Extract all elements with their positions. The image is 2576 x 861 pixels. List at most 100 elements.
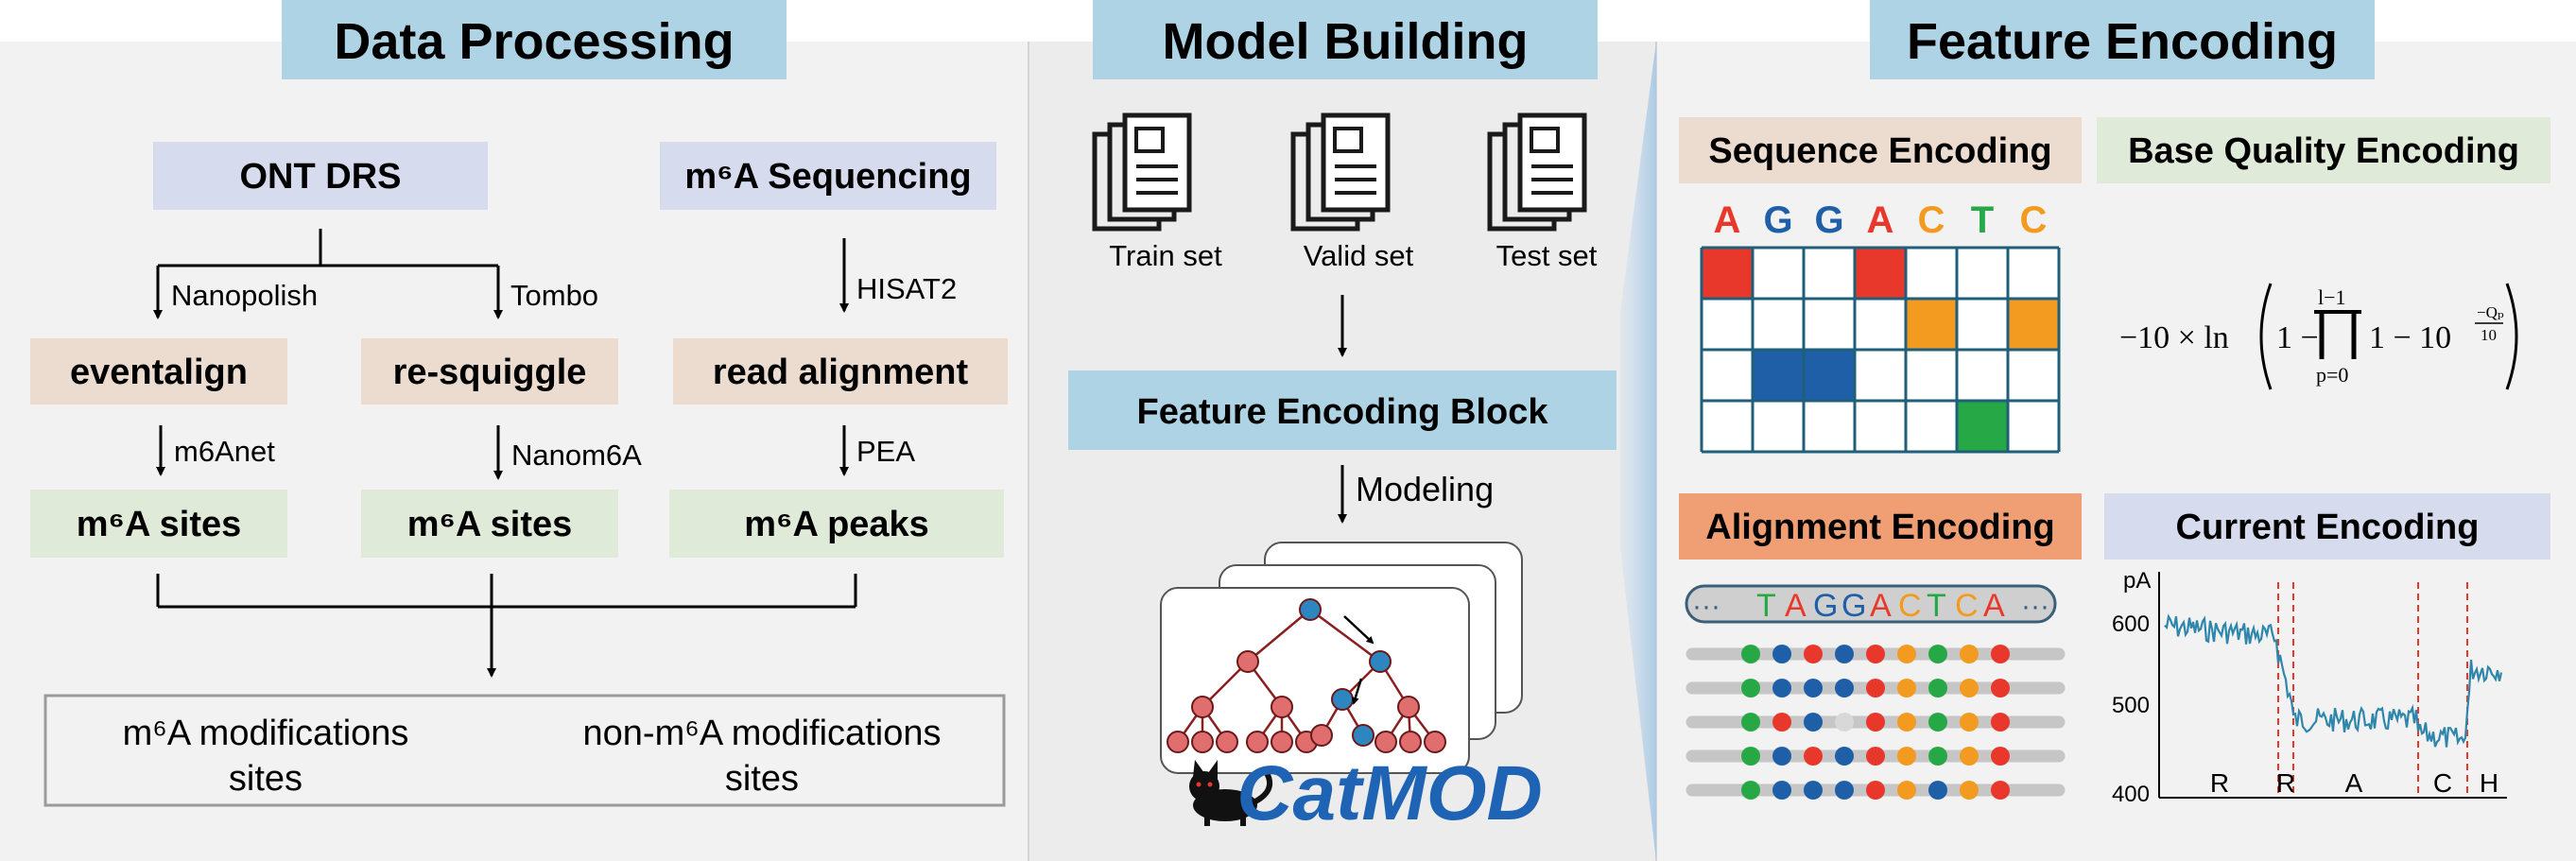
m6a-sequencing-label: m⁶A Sequencing (684, 157, 971, 197)
tree-leaf (1352, 724, 1374, 747)
m6a-peaks-box (669, 490, 1004, 558)
tree-leaf (1374, 731, 1397, 753)
base-dot (1741, 679, 1760, 697)
formula-one-minus: 1 − (2276, 320, 2319, 355)
cat-leg (1240, 811, 1246, 826)
base-dot (1991, 645, 2010, 663)
alignment-letter: G (1841, 588, 1866, 624)
base-dot (1835, 645, 1854, 663)
base-dot (1897, 713, 1916, 732)
base-dot (1772, 679, 1791, 697)
base-dot (1835, 781, 1854, 800)
base-dot (1928, 747, 1947, 766)
current-encoding-label: Current Encoding (2176, 508, 2480, 547)
y-tick-label: 400 (2112, 782, 2150, 807)
current-signal-trace (2164, 613, 2503, 748)
tree-node (1331, 688, 1354, 711)
document-icon (1290, 112, 1391, 232)
base-dot (1866, 713, 1885, 732)
alignment-encoding-box (1679, 493, 2082, 560)
segment-label: A (2345, 768, 2363, 798)
tree-node (1369, 650, 1392, 673)
model-building-title: Model Building (1163, 13, 1529, 70)
alignment-letter: T (1927, 588, 1946, 624)
m6anet-label: m6Anet (174, 435, 275, 468)
formula-term: 1 − 10 (2369, 320, 2451, 355)
alignment-letter: C (1955, 588, 1979, 624)
non-mod-sites-line1: non-m⁶A modifications (583, 714, 942, 753)
eventalign-label: eventalign (70, 353, 248, 392)
base-dot (1928, 679, 1947, 697)
tree-leaf (1310, 724, 1333, 747)
sequence-letter: C (1918, 199, 1945, 241)
base-dot (1928, 781, 1947, 800)
m6a-sites-label-1: m⁶A sites (77, 505, 242, 544)
tree-node (1271, 696, 1293, 718)
base-dot (1866, 747, 1885, 766)
base-dot (1804, 747, 1823, 766)
base-dot (1741, 713, 1760, 732)
mod-sites-line1: m⁶A modifications (123, 714, 409, 753)
data-processing-title: Data Processing (334, 13, 734, 70)
base-dot (1897, 645, 1916, 663)
alignment-letter: A (1785, 588, 1807, 624)
data-processing-section: Data Processing ONT DRS m⁶A Sequencing N… (30, 0, 1008, 807)
formula-exp-denominator: 10 (2481, 326, 2497, 344)
tombo-label: Tombo (510, 279, 598, 312)
tree-node (1299, 598, 1322, 621)
non-mod-sites-line2: sites (725, 759, 799, 799)
sequence-letter: C (2020, 199, 2048, 241)
train-set-label: Train set (1109, 239, 1222, 272)
base-quality-encoding-box (2097, 117, 2550, 183)
one-hot-cell (2008, 299, 2059, 350)
y-tick-label: 600 (2112, 611, 2150, 637)
base-dot (1804, 781, 1823, 800)
base-dot (1928, 645, 1947, 663)
path-arrow (1351, 678, 1363, 705)
m6a-sites-label-2: m⁶A sites (407, 505, 573, 544)
y-tick-label: 500 (2112, 693, 2150, 718)
base-quality-encoding-label: Base Quality Encoding (2128, 131, 2519, 171)
base-dot (1866, 781, 1885, 800)
tree-edge (1247, 609, 1311, 663)
base-dot (1960, 713, 1979, 732)
base-dot (1991, 679, 2010, 697)
section-header-bg (1093, 0, 1598, 79)
feature-encoding-block-label: Feature Encoding Block (1137, 392, 1549, 432)
base-dot (1960, 645, 1979, 663)
tree-leaf (1167, 731, 1189, 753)
sequence-letter: G (1763, 199, 1792, 241)
alignment-letter: A (1983, 588, 2005, 624)
alignment-encoding-label: Alignment Encoding (1705, 508, 2054, 547)
path-arrow (1343, 615, 1374, 645)
feature-encoding-block-box (1068, 370, 1616, 450)
ont-drs-label: ONT DRS (240, 157, 402, 197)
base-dot (1804, 679, 1823, 697)
tree-leaf (1424, 731, 1446, 753)
document-icon (1487, 112, 1587, 232)
base-dot (1772, 713, 1791, 732)
m6a-sites-box-2 (361, 490, 618, 558)
current-unit-label: pA (2123, 568, 2151, 594)
base-dot (1866, 679, 1885, 697)
product-symbol (2314, 310, 2361, 359)
base-dot (1772, 747, 1791, 766)
base-dot (1741, 645, 1760, 663)
section-header-bg (1870, 0, 2375, 79)
output-sites-box (43, 694, 1006, 807)
gap-dot (1835, 713, 1854, 732)
alignment-reads (1686, 645, 2066, 800)
model-card-front (1160, 587, 1470, 774)
resquiggle-box (361, 338, 618, 405)
base-dot (1991, 781, 2010, 800)
segment-label: C (2433, 768, 2452, 798)
one-hot-cell (1702, 248, 1753, 299)
base-dot (1835, 747, 1854, 766)
cat-head (1189, 771, 1219, 801)
model-building-section: Model Building Tra (1068, 0, 1616, 836)
ellipsis-right: ··· (2021, 591, 2049, 622)
formula-prefix: −10 × ln (2119, 320, 2229, 355)
base-dot (1741, 781, 1760, 800)
alignment-letter: G (1813, 588, 1838, 624)
